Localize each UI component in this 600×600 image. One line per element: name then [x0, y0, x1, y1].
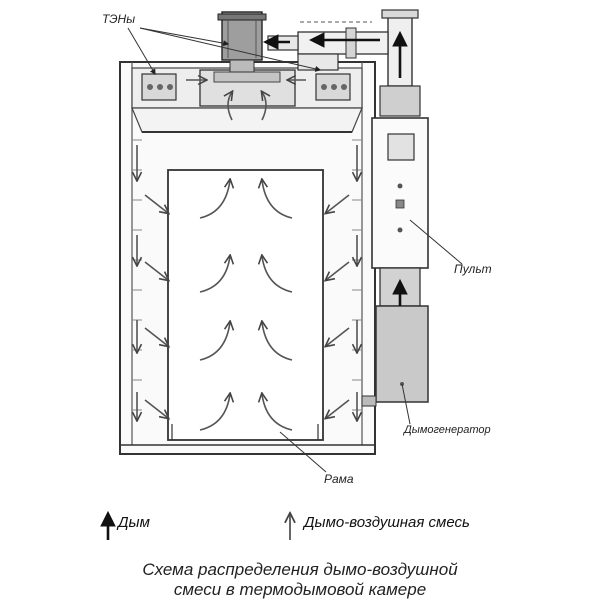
frame-rack: [167, 169, 324, 441]
caption-line-2: смеси в термодымовой камере: [173, 580, 427, 599]
label-heaters: ТЭНы: [102, 12, 136, 26]
smoke-duct-horizontal: [297, 31, 389, 55]
label-smoke-generator: Дымогенератор: [404, 424, 491, 436]
chamber-body: [119, 61, 376, 455]
legend-mix-label: Дымо-воздушная смесь: [304, 514, 470, 531]
control-panel-indicator: [397, 183, 403, 189]
control-panel-knob: [397, 227, 403, 233]
control-panel-display: [387, 133, 415, 161]
mix-flow-arrows: [137, 80, 357, 431]
ceiling-plenum: [131, 107, 363, 133]
control-panel-button: [395, 199, 405, 209]
smoke-flow-arrows: [262, 30, 408, 306]
control-panel: [371, 117, 429, 269]
smoke-generator-body: [375, 305, 429, 403]
legend-smoke-label: Дым: [118, 514, 150, 531]
heaters-unit: [141, 69, 351, 107]
leader-lines: [127, 27, 463, 473]
label-frame: Рама: [324, 472, 354, 486]
label-panel: Пульт: [454, 262, 492, 276]
caption-line-1: Схема распределения дымо-воздушной: [142, 560, 458, 579]
